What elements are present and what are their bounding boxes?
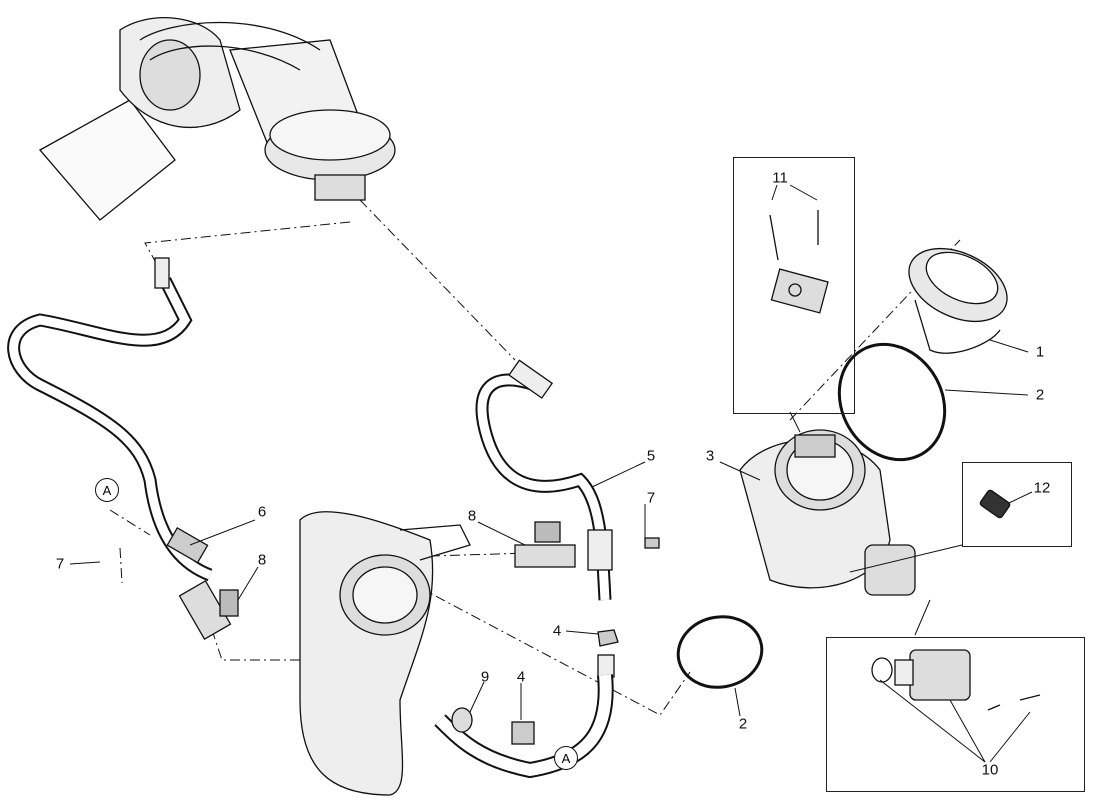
callout-8: 8 <box>467 507 477 525</box>
callout-7: 7 <box>55 555 65 573</box>
callout-1: 1 <box>1035 343 1045 361</box>
tps-sensor-inset-parts <box>769 210 829 314</box>
callout-8: 8 <box>257 551 267 569</box>
callout-3: 3 <box>705 447 715 465</box>
reference-marker-a: A <box>554 746 578 770</box>
callout-2: 2 <box>738 715 748 733</box>
callout-7: 7 <box>646 489 656 507</box>
intake-manifold <box>299 511 471 796</box>
inset-box-idle-actuator <box>826 637 1085 792</box>
callout-10: 10 <box>981 761 999 779</box>
fuel-hose-left <box>7 257 239 641</box>
callout-11: 11 <box>772 169 788 187</box>
inset-box-gasket <box>962 462 1072 547</box>
callout-2: 2 <box>1035 386 1045 404</box>
callout-6: 6 <box>257 503 267 521</box>
callout-4: 4 <box>516 668 526 686</box>
callout-9: 9 <box>480 668 490 686</box>
fuel-pump-assembly <box>38 17 396 221</box>
hose-clamp-lower <box>676 615 764 689</box>
idle-actuator-inset-parts <box>871 649 1041 711</box>
gasket-inset-part <box>979 489 1011 519</box>
callout-4: 4 <box>552 622 562 640</box>
throttle-body <box>739 429 916 596</box>
inset-box-tps <box>733 157 855 414</box>
reference-marker-a: A <box>95 478 119 502</box>
hose-clamp-upper <box>837 342 947 462</box>
intake-boot <box>908 247 1008 354</box>
fuel-hose-right <box>434 359 660 779</box>
callout-12: 12 <box>1033 479 1051 497</box>
callout-5: 5 <box>646 447 656 465</box>
